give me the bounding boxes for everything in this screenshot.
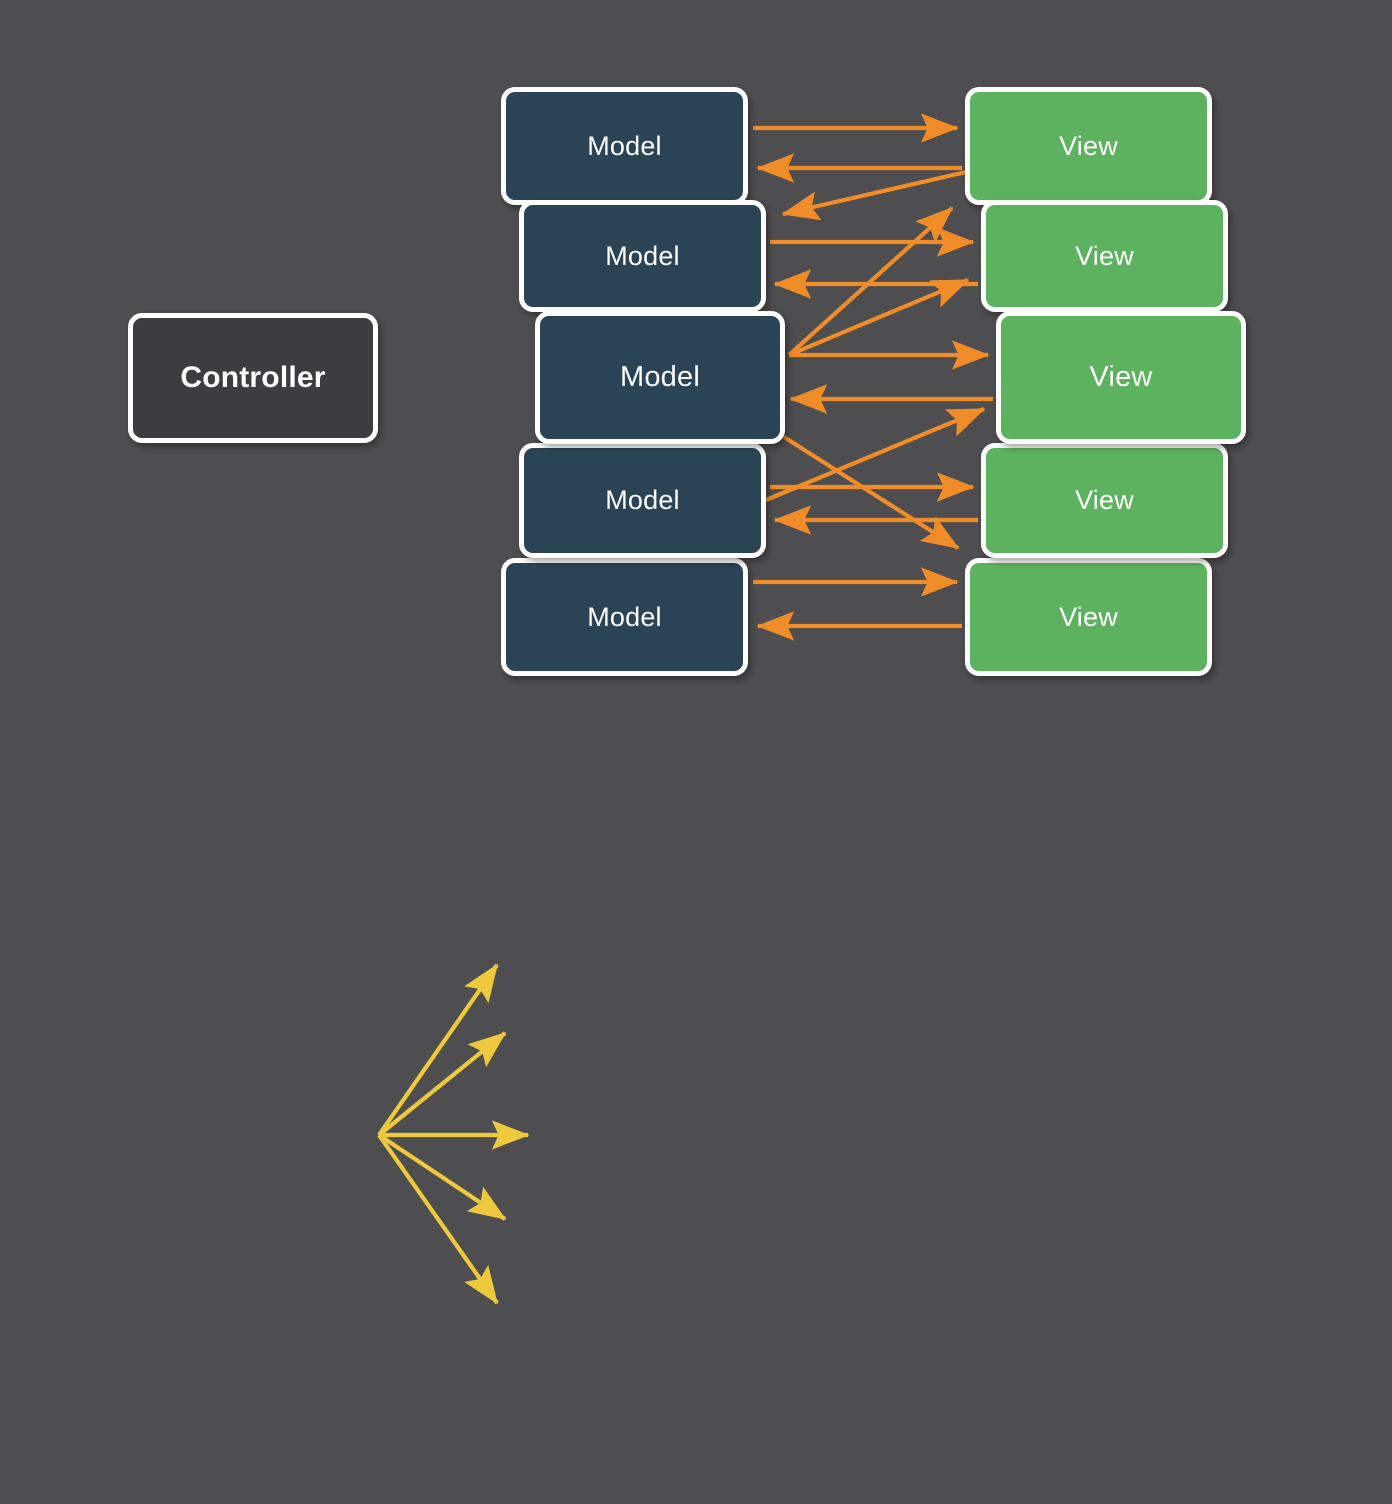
edge-model3-to-view1-diagonal: [787, 206, 954, 357]
model-node-5[interactable]: Model: [501, 558, 748, 676]
model-label-3: Model: [620, 361, 700, 393]
view-label-2: View: [1075, 240, 1134, 271]
view-node-5[interactable]: View: [965, 558, 1212, 676]
edge-model5-to-view3-diagonal: [765, 407, 986, 502]
model-node-3[interactable]: Model: [535, 311, 785, 444]
diagram-canvas: Controller Model Model Model Model Model…: [128, 87, 1246, 1305]
edge-controller-to-model4: [377, 1133, 507, 1221]
edge-view2-to-model1-diagonal: [781, 169, 967, 221]
edge-controller-to-model5: [377, 1133, 499, 1305]
model-label-5: Model: [587, 601, 662, 632]
view-node-4[interactable]: View: [981, 443, 1228, 558]
model-label-4: Model: [605, 485, 680, 515]
view-node-2[interactable]: View: [981, 200, 1228, 312]
model-label-1: Model: [587, 130, 662, 161]
view-label-3: View: [1089, 361, 1153, 393]
model-label-2: Model: [605, 240, 680, 271]
controller-arrow-layer: [377, 963, 530, 1305]
view-label-4: View: [1075, 485, 1134, 515]
model-node-4[interactable]: Model: [519, 443, 766, 558]
view-node-3[interactable]: View: [996, 311, 1246, 444]
model-node-2[interactable]: Model: [519, 200, 766, 312]
view-label-1: View: [1059, 130, 1118, 161]
view-label-5: View: [1059, 601, 1118, 632]
controller-label: Controller: [180, 361, 326, 394]
edge-controller-to-model1: [377, 963, 499, 1137]
edge-model3-to-view2-diagonal: [788, 278, 970, 357]
model-view-arrow-layer: [753, 113, 993, 641]
controller-node[interactable]: Controller: [128, 313, 378, 443]
edge-controller-to-model2: [377, 1031, 507, 1137]
edge-model3-to-view5-diagonal: [782, 435, 960, 550]
view-node-1[interactable]: View: [965, 87, 1212, 205]
model-node-1[interactable]: Model: [501, 87, 748, 205]
